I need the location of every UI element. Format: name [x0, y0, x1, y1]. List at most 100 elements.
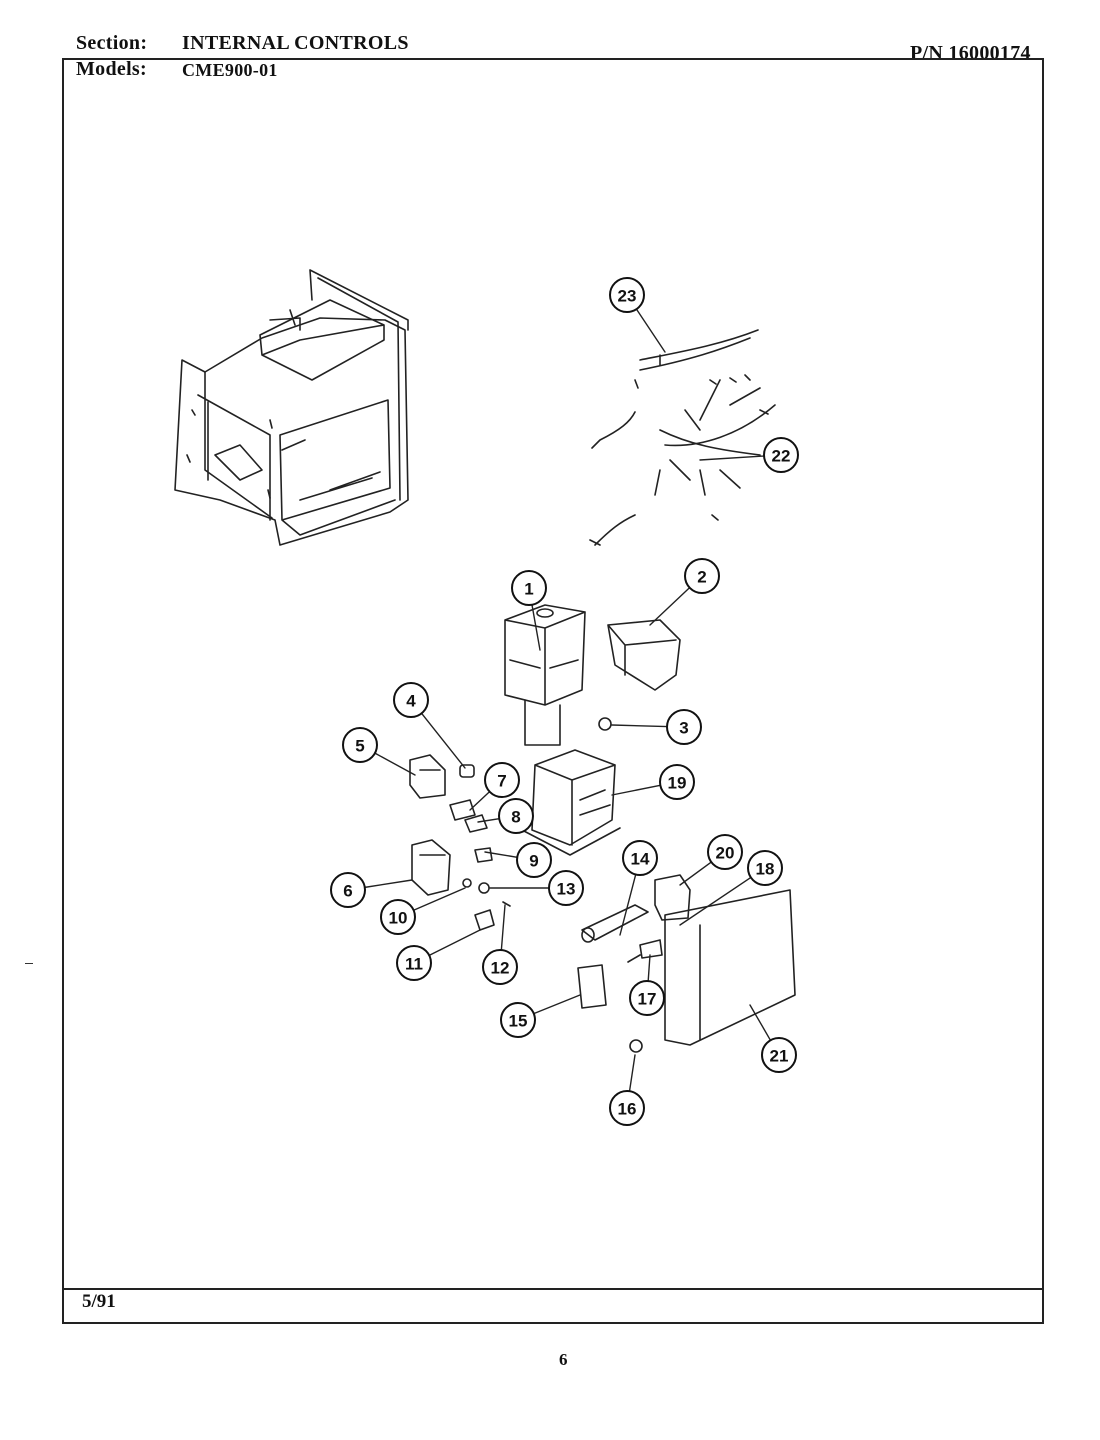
- leader-line-12: [500, 904, 506, 951]
- leader-line-18: [679, 876, 752, 926]
- page-number: 6: [559, 1350, 568, 1369]
- leader-lines: [364, 308, 772, 1092]
- callout-circle: [396, 945, 432, 981]
- callout-number: 12: [491, 959, 510, 978]
- chassis-drawing: [174, 269, 409, 546]
- callout-number: 23: [618, 287, 637, 306]
- callout-circle: [511, 570, 547, 606]
- leader-line-17: [647, 954, 651, 982]
- callout-22: 22: [763, 437, 799, 473]
- leader-line-14: [619, 873, 637, 936]
- callout-number: 22: [772, 447, 791, 466]
- callout-circle: [666, 709, 702, 745]
- callout-circle: [659, 764, 695, 800]
- thermal-cutout-drawing: [598, 717, 612, 731]
- leader-line-4: [420, 712, 466, 769]
- callout-15: 15: [500, 1002, 536, 1038]
- callout-circle: [609, 1090, 645, 1126]
- callout-21: 21: [761, 1037, 797, 1073]
- leader-line-22: [699, 455, 765, 461]
- callout-23: 23: [609, 277, 645, 313]
- callout-number: 3: [679, 719, 688, 738]
- callout-circle: [747, 850, 783, 886]
- leader-line-7: [469, 790, 491, 811]
- callout-circle: [498, 798, 534, 834]
- callout-circle: [380, 899, 416, 935]
- cover-drawing: [607, 619, 681, 691]
- small-parts-drawing: [409, 754, 511, 931]
- callout-circle: [484, 762, 520, 798]
- leader-line-20: [679, 861, 712, 886]
- callout-circle: [622, 840, 658, 876]
- callout-16: 16: [609, 1090, 645, 1126]
- callout-number: 2: [697, 568, 706, 587]
- leader-line-15: [533, 994, 581, 1015]
- callout-circle: [516, 842, 552, 878]
- callout-13: 13: [548, 870, 584, 906]
- diagram-frame: [62, 58, 1044, 1324]
- callout-number: 13: [557, 880, 576, 899]
- callout-1: 1: [511, 570, 547, 606]
- revision-date: 5/91: [82, 1291, 116, 1312]
- callout-12: 12: [482, 949, 518, 985]
- callout-9: 9: [516, 842, 552, 878]
- callout-number: 15: [509, 1012, 528, 1031]
- footer-rule: [62, 1288, 1044, 1290]
- callout-17: 17: [629, 980, 665, 1016]
- callout-19: 19: [659, 764, 695, 800]
- callout-10: 10: [380, 899, 416, 935]
- transformer-drawing: [521, 749, 621, 856]
- callout-14: 14: [622, 840, 658, 876]
- callout-number: 10: [389, 909, 408, 928]
- callout-circle: [763, 437, 799, 473]
- leader-line-10: [412, 887, 466, 911]
- callout-number: 1: [524, 580, 533, 599]
- callout-circle: [330, 872, 366, 908]
- section-value: INTERNAL CONTROLS: [182, 32, 409, 54]
- models-label: Models:: [76, 58, 147, 80]
- callout-number: 17: [638, 990, 657, 1009]
- callout-number: 14: [631, 850, 650, 869]
- leader-line-6: [364, 879, 413, 889]
- callout-circle: [609, 277, 645, 313]
- leader-line-2: [649, 586, 691, 626]
- leader-line-9: [484, 851, 518, 858]
- callout-circle: [629, 980, 665, 1016]
- magnetron-drawing: [504, 604, 586, 746]
- leader-line-3: [611, 724, 668, 728]
- callout-circle: [761, 1037, 797, 1073]
- callout-7: 7: [484, 762, 520, 798]
- models-value: CME900-01: [182, 60, 278, 80]
- callout-circle: [342, 727, 378, 763]
- hv-components-drawing: [577, 874, 796, 1053]
- callout-8: 8: [498, 798, 534, 834]
- leader-line-16: [628, 1054, 636, 1092]
- callout-18: 18: [747, 850, 783, 886]
- callout-11: 11: [396, 945, 432, 981]
- callout-number: 20: [716, 844, 735, 863]
- callout-number: 7: [497, 772, 506, 791]
- leader-line-8: [477, 817, 500, 823]
- leader-line-23: [635, 308, 666, 353]
- callout-number: 11: [405, 955, 423, 974]
- leader-line-21: [749, 1004, 772, 1041]
- callout-number: 6: [343, 882, 352, 901]
- callout-number: 18: [756, 860, 775, 879]
- callout-circle: [684, 558, 720, 594]
- callout-5: 5: [342, 727, 378, 763]
- callout-circle: [393, 682, 429, 718]
- callout-4: 4: [393, 682, 429, 718]
- callout-number: 5: [355, 737, 364, 756]
- callout-3: 3: [666, 709, 702, 745]
- callout-number: 16: [618, 1100, 637, 1119]
- callout-2: 2: [684, 558, 720, 594]
- leader-line-5: [374, 752, 416, 776]
- callout-20: 20: [707, 834, 743, 870]
- callout-6: 6: [330, 872, 366, 908]
- leader-line-1: [531, 604, 541, 651]
- leader-line-19: [611, 784, 662, 796]
- callout-circle: [482, 949, 518, 985]
- section-label: Section:: [76, 32, 148, 54]
